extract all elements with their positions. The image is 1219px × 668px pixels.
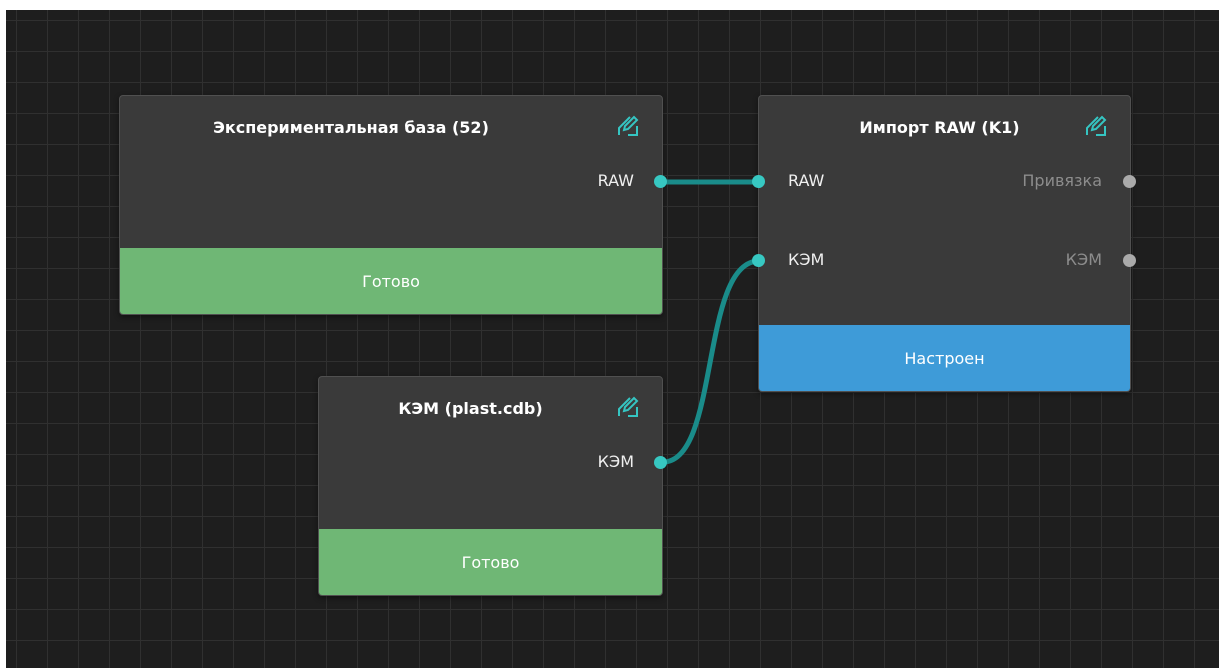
port-label-kem-out: КЭМ	[1065, 250, 1102, 269]
port-import-kem-in[interactable]	[752, 254, 765, 267]
port-label-kem-out: КЭМ	[597, 452, 634, 471]
node-import-raw[interactable]: Импорт RAW (K1) RAW КЭМ Привязка КЭМ Нас…	[758, 95, 1131, 392]
node-experimental-base[interactable]: Экспериментальная база (52) RAW Готово	[119, 95, 663, 315]
node-title: Экспериментальная база (52)	[213, 118, 489, 137]
node-kem-source[interactable]: КЭМ (plast.cdb) КЭМ Готово	[318, 376, 663, 596]
port-exp-base-raw-out[interactable]	[654, 175, 667, 188]
port-label-binding-out: Привязка	[1022, 171, 1102, 190]
port-label-raw-in: RAW	[788, 171, 825, 190]
status-bar-ready: Готово	[319, 529, 662, 595]
port-label-raw-out: RAW	[597, 171, 634, 190]
port-label-kem-in: КЭМ	[788, 250, 825, 269]
status-bar-configured: Настроен	[759, 325, 1130, 391]
status-bar-ready: Готово	[120, 248, 662, 314]
node-title: Импорт RAW (K1)	[859, 118, 1020, 137]
port-import-binding-out[interactable]	[1123, 175, 1136, 188]
port-import-kem-out[interactable]	[1123, 254, 1136, 267]
port-kem-source-out[interactable]	[654, 456, 667, 469]
edit-icon[interactable]	[616, 114, 640, 138]
port-import-raw-in[interactable]	[752, 175, 765, 188]
node-title: КЭМ (plast.cdb)	[398, 399, 543, 418]
edit-icon[interactable]	[616, 395, 640, 419]
edit-icon[interactable]	[1084, 114, 1108, 138]
